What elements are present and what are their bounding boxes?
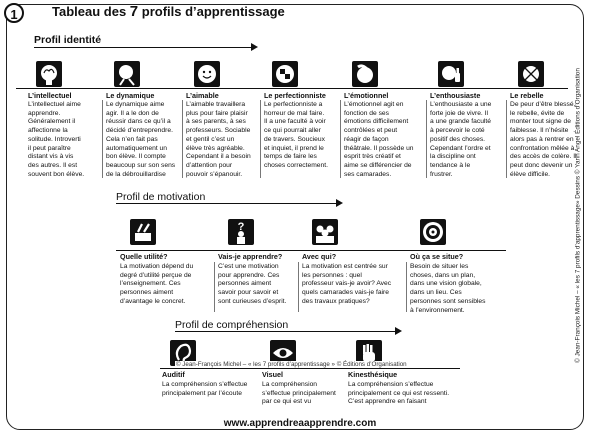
profile-description: L’intellectuel aime apprendre. Généralem… [28,101,85,178]
motivation-name: Quelle utilité? [120,252,168,261]
profile-separator [182,100,183,178]
copyright-overlay: © Jean-François Michel – « les 7 profils… [175,361,408,368]
group-icon [312,219,338,245]
comprehension-name: Auditif [162,370,185,379]
motivation-arrow [116,199,343,208]
profile-name: Le perfectionniste [264,91,326,100]
motivation-description: C’est une motivation pour apprendre. Ces… [218,263,287,305]
comprehension-heading: Profil de compréhension [175,319,289,331]
title-prefix: Tableau des [52,4,130,19]
smiling-face-icon [194,61,220,87]
profile-separator [102,100,103,178]
tools-icon [130,219,156,245]
page-frame [6,4,584,430]
motivation-name: Où ça se situe? [410,252,464,261]
page-title: Tableau des 7 profils d’apprentissage [52,3,285,20]
profile-name: Le rebelle [510,91,544,100]
profile-name: L’émotionnel [344,91,389,100]
comprehension-name: Kinesthésique [348,370,398,379]
comprehension-arrow [175,327,402,336]
identity-heading: Profil identité [34,34,102,46]
target-icon [420,219,446,245]
identity-arrow [34,43,258,52]
website-footer: www.apprendreaapprendre.com [223,418,377,429]
motivation-description: La motivation est centrée sur les person… [302,263,392,305]
profile-description: Le perfectionniste a horreur de mal fair… [264,101,328,169]
profile-name: L’intellectuel [28,91,72,100]
comprehension-rule [160,368,460,369]
profile-name: L’enthousiaste [430,91,481,100]
question-figure-icon: ? [228,219,254,245]
profile-name: Le dynamique [106,91,155,100]
motivation-name: Vais-je apprendre? [218,252,283,261]
title-suffix: profils d’apprentissage [138,4,285,19]
comprehension-name: Visuel [262,370,284,379]
profile-separator [506,100,507,178]
profile-description: L’enthousiaste a une forte joie de vivre… [430,101,492,178]
side-credit: © Jean-François Michel – « les 7 profils… [574,68,582,363]
page-number-badge: 1 [4,3,24,23]
motivation-separator [214,262,215,312]
thumbs-up-head-icon [438,61,464,87]
comprehension-description: La compréhension s’effectue principaleme… [262,381,336,406]
profile-description: De peur d’être blessé, le rebelle, évite… [510,101,577,178]
comprehension-description: La compréhension s’effectue principaleme… [348,381,450,406]
comprehension-description: La compréhension s’effectue principaleme… [162,381,248,397]
motivation-heading: Profil de motivation [116,191,206,203]
title-number: 7 [129,3,139,20]
profile-description: L’aimable travaillera plus pour faire pl… [186,101,251,178]
motivation-separator [298,262,299,312]
identity-rule [16,88,568,89]
profile-name: L’aimable [186,91,219,100]
svg-text:?: ? [238,221,245,233]
motivation-description: La motivation dépend du degré d’utilité … [120,263,194,305]
hand-on-head-icon [352,61,378,87]
checkered-head-icon [272,61,298,87]
motivation-description: Besoin de situer les choses, dans un pla… [410,263,486,314]
profile-separator [426,100,427,178]
profile-separator [340,100,341,178]
profile-description: L’émotionnel agit en fonction de ses émo… [344,101,414,178]
profile-description: Le dynamique aime agir. Il a le don de r… [106,101,176,178]
motivation-rule [116,250,506,251]
brain-head-icon [36,61,62,87]
running-head-icon [114,61,140,87]
motivation-separator [406,262,407,312]
profile-separator [260,100,261,178]
motivation-name: Avec qui? [302,252,337,261]
rebel-head-icon [518,61,544,87]
